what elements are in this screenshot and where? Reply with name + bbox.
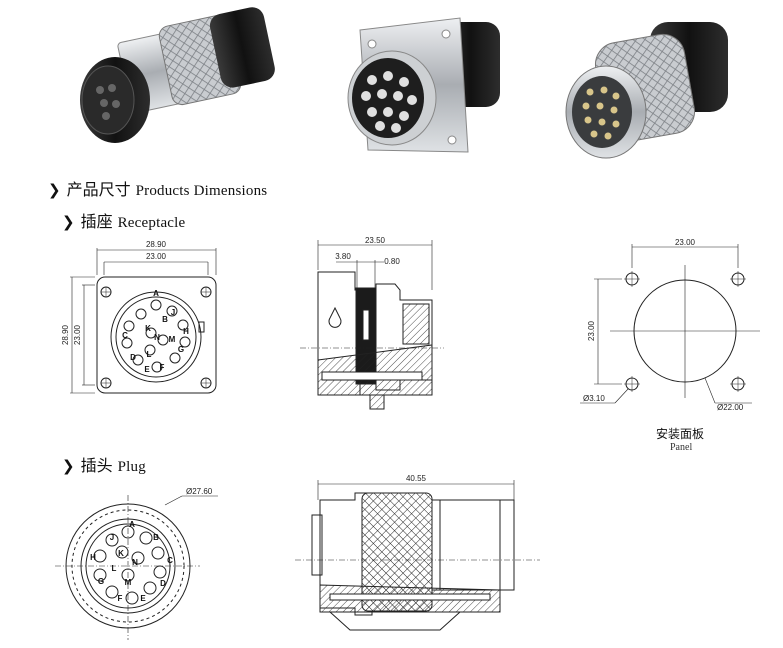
receptacle-side-view bbox=[300, 240, 444, 410]
photo-receptacle-front bbox=[347, 17, 500, 153]
pin-label: J bbox=[110, 533, 114, 542]
plug-side-view bbox=[295, 480, 540, 631]
plug-front-view bbox=[55, 495, 218, 640]
pin-label: M bbox=[125, 578, 132, 587]
section-receptacle: ❯ 插座 Receptacle bbox=[62, 208, 185, 232]
chevron-right-icon: ❯ bbox=[62, 213, 75, 231]
pin-label: J bbox=[171, 308, 175, 317]
section-title-en: Products Dimensions bbox=[135, 183, 268, 199]
pin-label: N bbox=[154, 333, 160, 342]
pin-label: D bbox=[160, 579, 166, 588]
dim-receptacle-gap: 0.80 bbox=[384, 257, 400, 266]
photo-plug bbox=[565, 22, 728, 159]
dim-plug-diameter: Ø27.60 bbox=[186, 487, 213, 496]
dim-panel-cutout: Ø22.00 bbox=[717, 403, 744, 412]
dim-receptacle-inner-height: 23.00 bbox=[73, 324, 82, 345]
pin-label: B bbox=[162, 315, 168, 324]
receptacle-front-view bbox=[70, 248, 217, 394]
chevron-right-icon: ❯ bbox=[48, 181, 61, 199]
panel-label-zh: 安装面板 bbox=[656, 427, 705, 441]
pin-label: G bbox=[98, 577, 104, 586]
pin-label: F bbox=[118, 594, 123, 603]
panel-cutout-view bbox=[580, 244, 760, 404]
panel-label-en: Panel bbox=[670, 442, 693, 453]
pin-label: A bbox=[153, 289, 159, 298]
section-title-en: Receptacle bbox=[117, 215, 186, 231]
dim-receptacle-inner-width: 23.00 bbox=[146, 252, 167, 261]
section-products-dimensions: ❯ 产品尺寸 Products Dimensions bbox=[48, 176, 267, 200]
pin-label: L bbox=[147, 350, 152, 359]
pin-label: K bbox=[145, 324, 151, 333]
section-plug: ❯ 插头 Plug bbox=[62, 452, 146, 476]
pin-label: H bbox=[183, 327, 189, 336]
pin-label: D bbox=[130, 353, 136, 362]
pin-label: F bbox=[160, 363, 165, 372]
pin-label: A bbox=[129, 520, 135, 529]
pin-label: E bbox=[144, 365, 150, 374]
chevron-right-icon: ❯ bbox=[62, 457, 75, 475]
section-title-zh: 产品尺寸 bbox=[66, 180, 131, 199]
dim-receptacle-outer-width: 28.90 bbox=[146, 240, 167, 249]
plug-pin-labels: A B C D E F G H J K L M N bbox=[90, 520, 173, 603]
dim-receptacle-flange: 3.80 bbox=[335, 252, 351, 261]
dim-panel-width: 23.00 bbox=[675, 238, 696, 247]
section-title-zh: 插座 bbox=[80, 212, 113, 231]
pin-label: K bbox=[118, 549, 124, 558]
receptacle-pin-labels: A B C D E F G H J K L M N bbox=[122, 289, 189, 374]
dim-panel-hole: Ø3.10 bbox=[583, 394, 605, 403]
dim-receptacle-outer-height: 28.90 bbox=[61, 324, 70, 345]
pin-label: C bbox=[122, 331, 128, 340]
photo-receptacle-assembled bbox=[80, 7, 275, 143]
pin-label: L bbox=[112, 564, 117, 573]
section-title-zh: 插头 bbox=[80, 456, 113, 475]
pin-label: C bbox=[167, 556, 173, 565]
dim-panel-height: 23.00 bbox=[587, 320, 596, 341]
pin-label: H bbox=[90, 553, 96, 562]
pin-label: B bbox=[153, 533, 159, 542]
pin-label: N bbox=[132, 558, 138, 567]
section-title-en: Plug bbox=[117, 459, 146, 475]
pin-label: E bbox=[140, 594, 146, 603]
dim-plug-length: 40.55 bbox=[406, 474, 427, 483]
pin-label: M bbox=[169, 335, 176, 344]
dim-receptacle-length: 23.50 bbox=[365, 236, 386, 245]
pin-label: G bbox=[178, 345, 184, 354]
